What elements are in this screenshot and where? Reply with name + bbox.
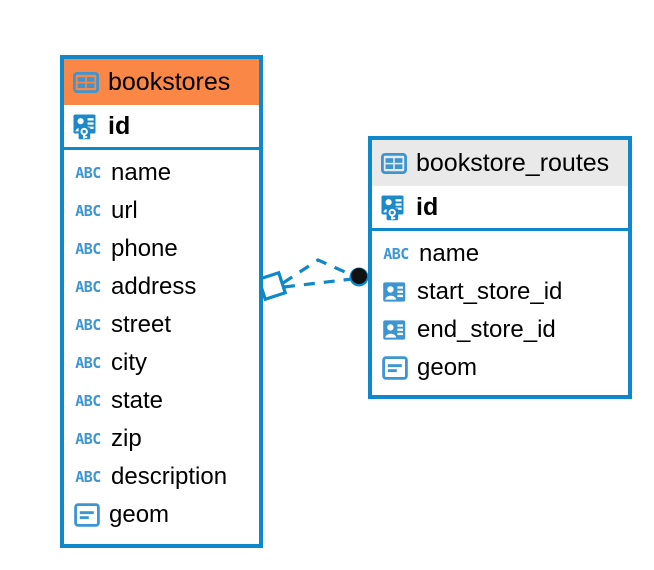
field-row-zip[interactable]: ABC zip bbox=[64, 420, 259, 458]
abc-text-icon: ABC bbox=[383, 244, 409, 263]
foreign-key-icon bbox=[382, 318, 408, 342]
field-row-name[interactable]: ABC name bbox=[64, 154, 259, 192]
field-label: address bbox=[111, 273, 197, 300]
geometry-blob-icon bbox=[74, 503, 100, 527]
field-row-geom[interactable]: geom bbox=[64, 496, 259, 534]
field-row-description[interactable]: ABC description bbox=[64, 458, 259, 496]
abc-text-icon: ABC bbox=[75, 163, 101, 182]
field-label: geom bbox=[109, 501, 170, 528]
field-label: state bbox=[111, 387, 164, 414]
field-row-url[interactable]: ABC url bbox=[64, 192, 259, 230]
entity-bookstore-routes[interactable]: bookstore_routes id bbox=[368, 136, 632, 399]
entity-title: bookstore_routes bbox=[416, 148, 610, 177]
field-label: id bbox=[108, 111, 131, 140]
field-label: city bbox=[111, 349, 147, 376]
field-row-phone[interactable]: ABC phone bbox=[64, 230, 259, 268]
field-list-bookstores: ABC name ABC url ABC phone ABC address A… bbox=[64, 150, 259, 537]
field-row-street[interactable]: ABC street bbox=[64, 306, 259, 344]
primary-key-icon bbox=[73, 113, 100, 140]
abc-text-icon: ABC bbox=[75, 391, 101, 410]
entity-header-bookstore-routes: bookstore_routes bbox=[372, 140, 628, 186]
entity-bookstores[interactable]: bookstores id bbox=[60, 55, 263, 548]
foreign-key-icon bbox=[382, 280, 408, 304]
field-label: start_store_id bbox=[417, 278, 563, 305]
field-row-primary-key[interactable]: id bbox=[64, 105, 259, 150]
primary-key-icon bbox=[381, 194, 408, 221]
field-list-bookstore-routes: ABC name start_store_id bbox=[372, 231, 628, 390]
abc-text-icon: ABC bbox=[75, 467, 101, 486]
table-grid-icon bbox=[381, 152, 407, 174]
field-row-state[interactable]: ABC state bbox=[64, 382, 259, 420]
field-row-address[interactable]: ABC address bbox=[64, 268, 259, 306]
abc-text-icon: ABC bbox=[75, 201, 101, 220]
filled-circle-marker bbox=[349, 267, 369, 287]
field-label: description bbox=[111, 463, 228, 490]
field-label: zip bbox=[111, 425, 142, 452]
entity-title: bookstores bbox=[108, 67, 231, 96]
abc-text-icon: ABC bbox=[75, 315, 101, 334]
field-row-name[interactable]: ABC name bbox=[372, 235, 628, 273]
field-label: end_store_id bbox=[417, 316, 556, 343]
abc-text-icon: ABC bbox=[75, 277, 101, 296]
relationship-line-lower bbox=[283, 277, 353, 289]
relationship-line-upper bbox=[282, 258, 355, 285]
field-label: street bbox=[111, 311, 172, 338]
field-label: phone bbox=[111, 235, 178, 262]
field-label: name bbox=[111, 159, 172, 186]
field-label: id bbox=[416, 192, 439, 221]
field-row-start-store-id[interactable]: start_store_id bbox=[372, 273, 628, 311]
geometry-blob-icon bbox=[382, 356, 408, 380]
field-label: name bbox=[419, 240, 480, 267]
field-row-end-store-id[interactable]: end_store_id bbox=[372, 311, 628, 349]
field-row-city[interactable]: ABC city bbox=[64, 344, 259, 382]
field-label: geom bbox=[417, 354, 478, 381]
table-grid-icon bbox=[73, 71, 99, 93]
field-row-geom[interactable]: geom bbox=[372, 349, 628, 387]
abc-text-icon: ABC bbox=[75, 239, 101, 258]
field-row-primary-key[interactable]: id bbox=[372, 186, 628, 231]
abc-text-icon: ABC bbox=[75, 429, 101, 448]
abc-text-icon: ABC bbox=[75, 353, 101, 372]
field-label: url bbox=[111, 197, 138, 224]
entity-header-bookstores: bookstores bbox=[64, 59, 259, 105]
